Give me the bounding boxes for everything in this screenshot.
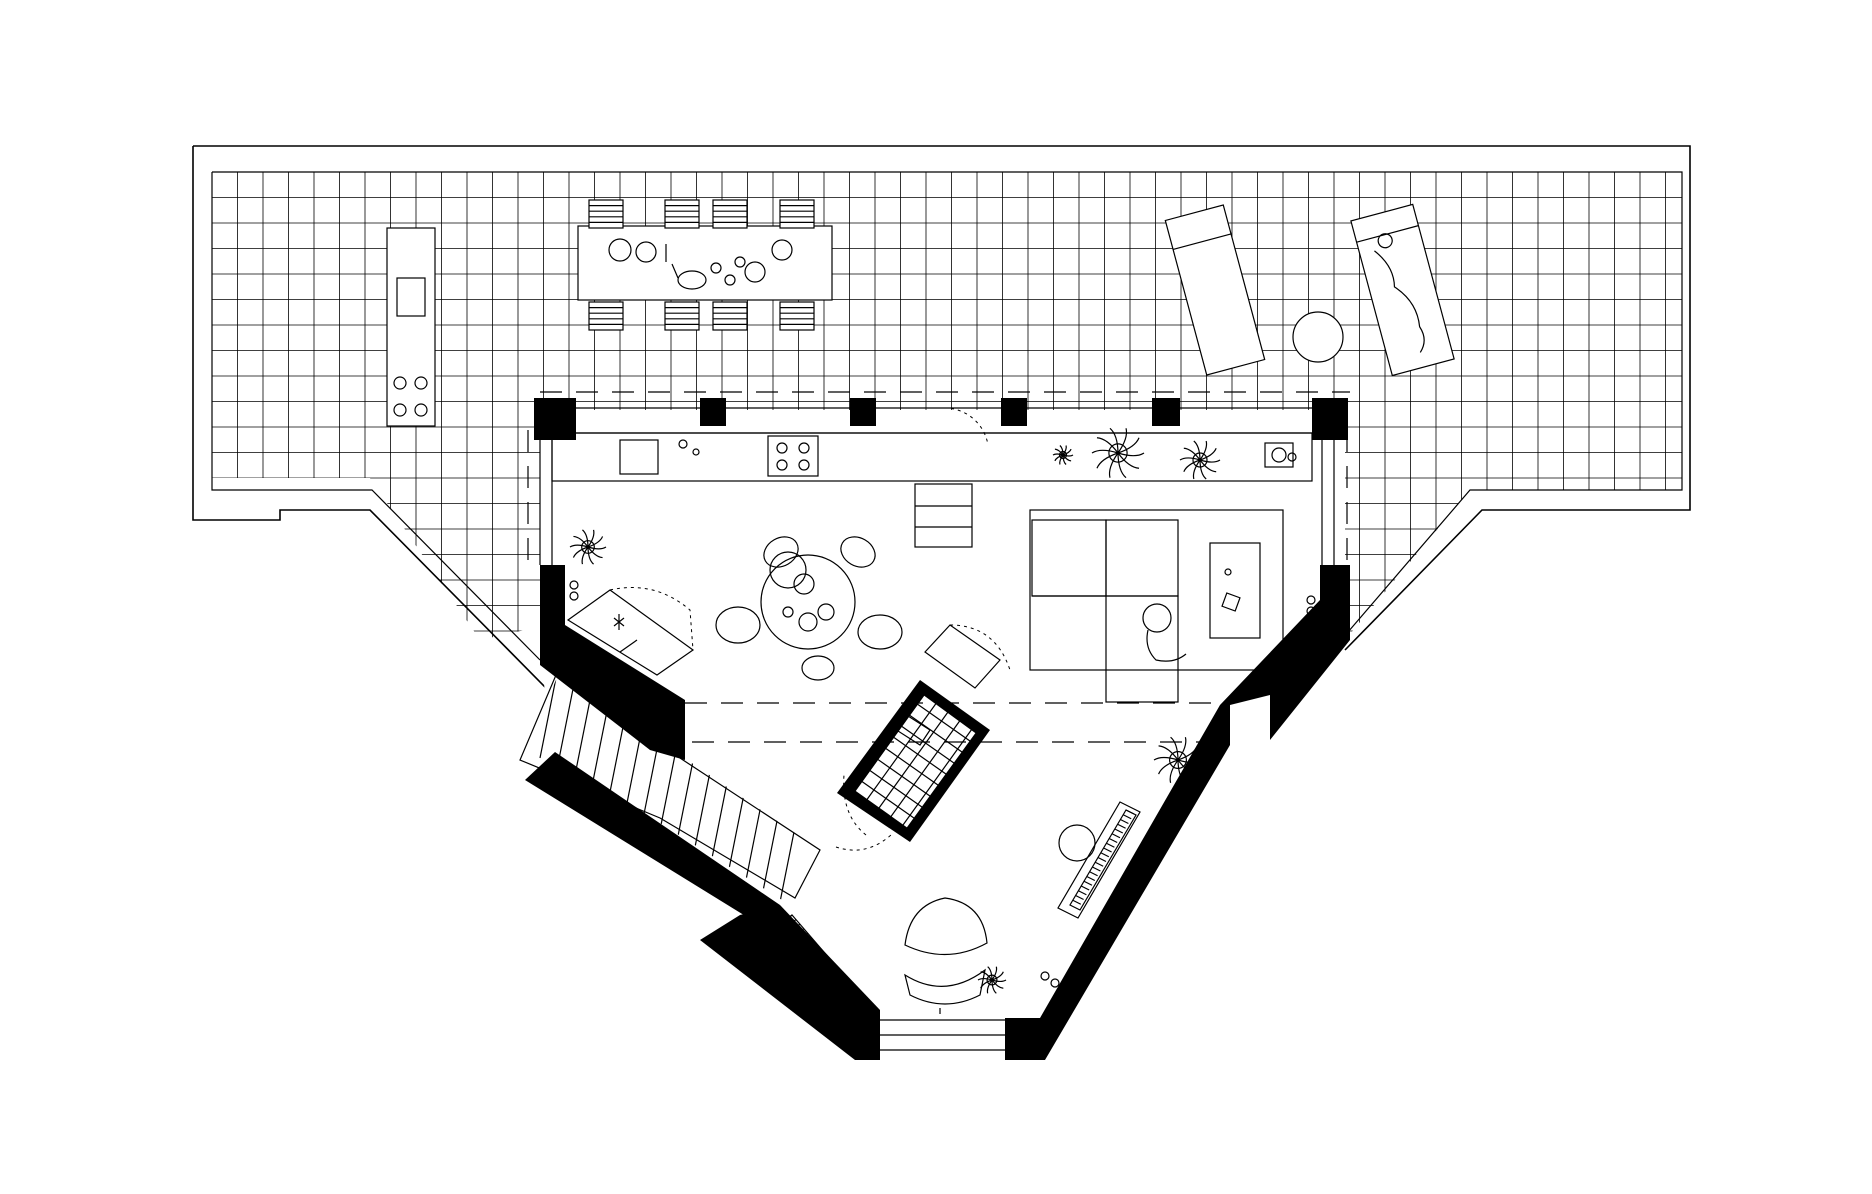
plant (569, 529, 607, 565)
sun-loungers (1164, 203, 1455, 377)
radiator (779, 914, 856, 999)
outdoor-chair (664, 199, 700, 229)
sofa (1029, 509, 1284, 703)
armchair (904, 897, 988, 1014)
piano (1057, 801, 1141, 919)
outdoor-chair (664, 301, 700, 331)
plants (569, 427, 1221, 994)
outdoor-dining-table (577, 199, 833, 331)
outdoor-chair (712, 199, 748, 229)
outdoor-chair (588, 301, 624, 331)
wall-sockets (569, 452, 1316, 988)
table-setting (608, 238, 793, 290)
plant (1091, 427, 1145, 479)
kitchen-counter (551, 407, 1313, 482)
outdoor-counter (386, 227, 436, 427)
plant (1052, 445, 1074, 465)
sideboard (566, 587, 695, 676)
outdoor-chair (779, 199, 815, 229)
outdoor-chair (712, 301, 748, 331)
outdoor-chair (779, 301, 815, 331)
plant (1179, 440, 1221, 480)
plant (1153, 736, 1203, 784)
kitchen-island (914, 483, 973, 548)
beam-lines (685, 702, 1225, 743)
dining-table (715, 536, 903, 681)
walls (525, 391, 1350, 1060)
outdoor-chair (588, 199, 624, 229)
plant (977, 966, 1007, 994)
